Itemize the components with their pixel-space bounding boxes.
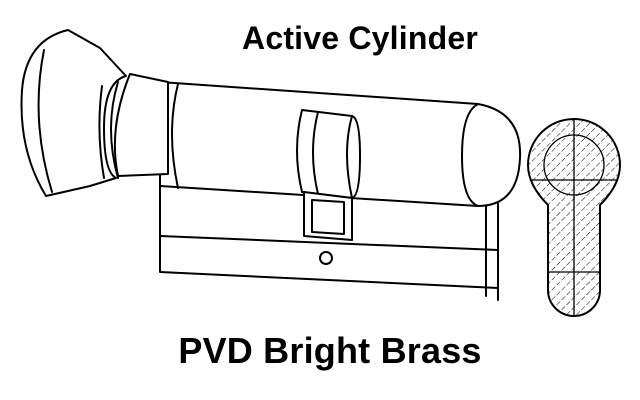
screw-hole (319, 251, 333, 265)
cylinder-body (159, 173, 499, 301)
cam-window (303, 191, 353, 241)
diagram-title: Active Cylinder (242, 20, 478, 56)
thumb-turn-shaft (110, 73, 169, 179)
euro-profile-section (527, 118, 621, 317)
diagram-subtitle: PVD Bright Brass (178, 330, 482, 371)
thumb-turn-knob (20, 29, 127, 197)
